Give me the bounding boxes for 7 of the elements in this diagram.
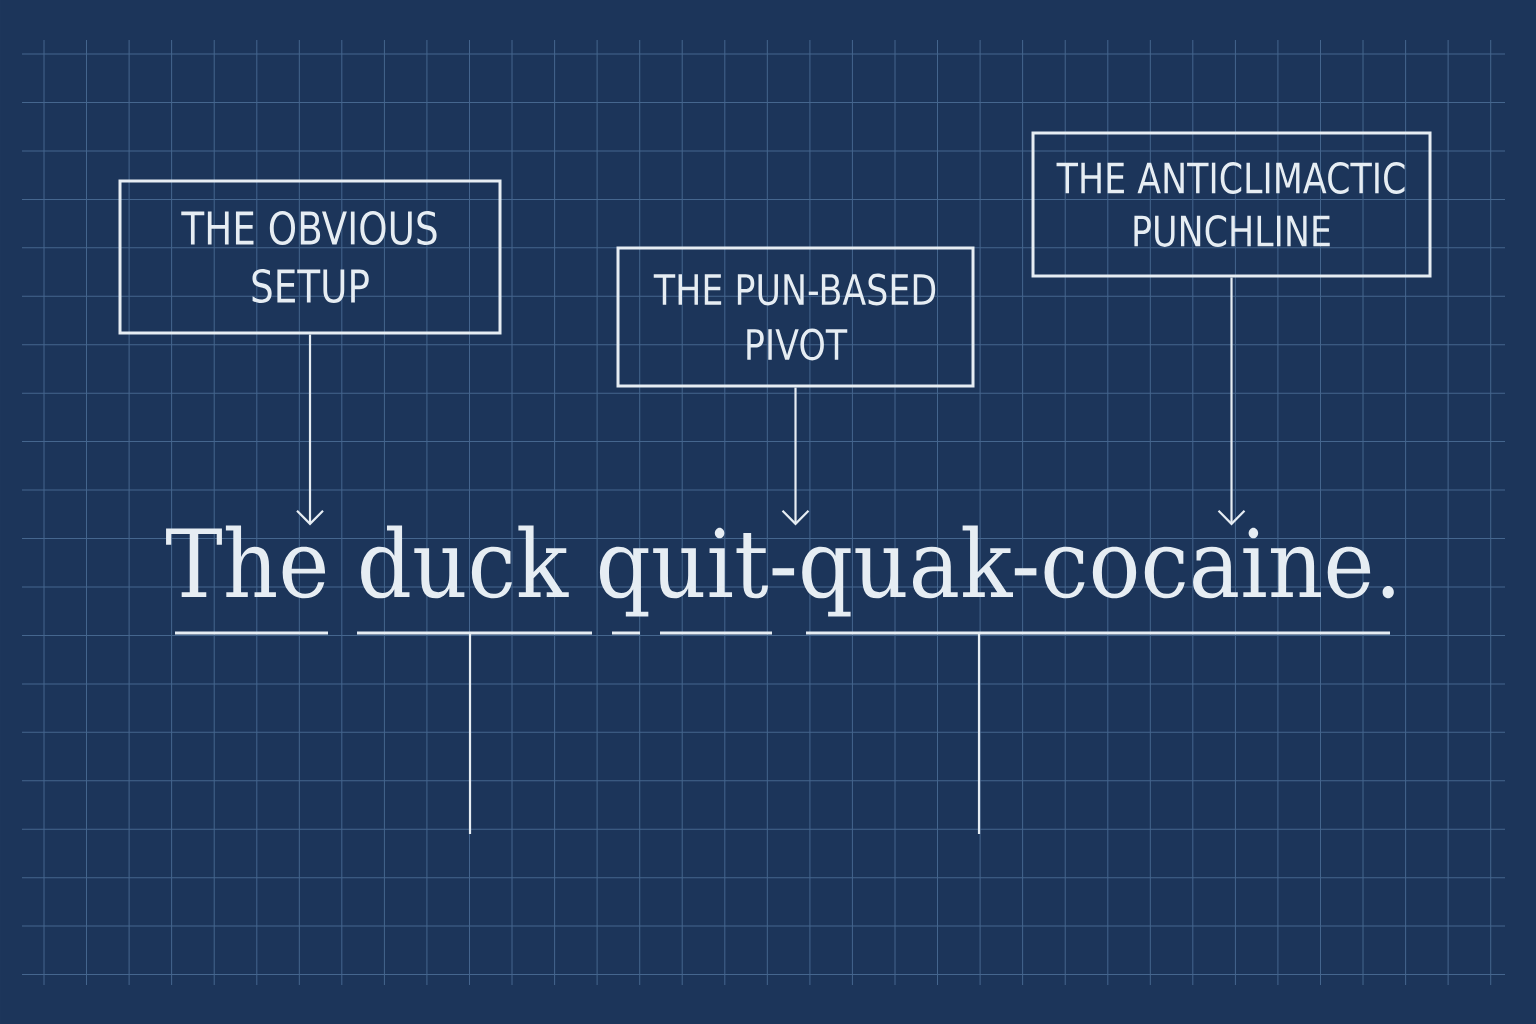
arrow (296, 334, 324, 526)
sentence: The duck quit-quak-cocaine. (166, 525, 1394, 617)
callout-box: THE OBVIOUS SETUP (118, 179, 502, 335)
arrow (1217, 277, 1246, 526)
arrow (781, 387, 810, 526)
callout-box: THE ANTICLIMACTIC PUNCHLINE (1031, 131, 1432, 278)
callout-box: THE PUN-BASED PIVOT (616, 246, 975, 388)
